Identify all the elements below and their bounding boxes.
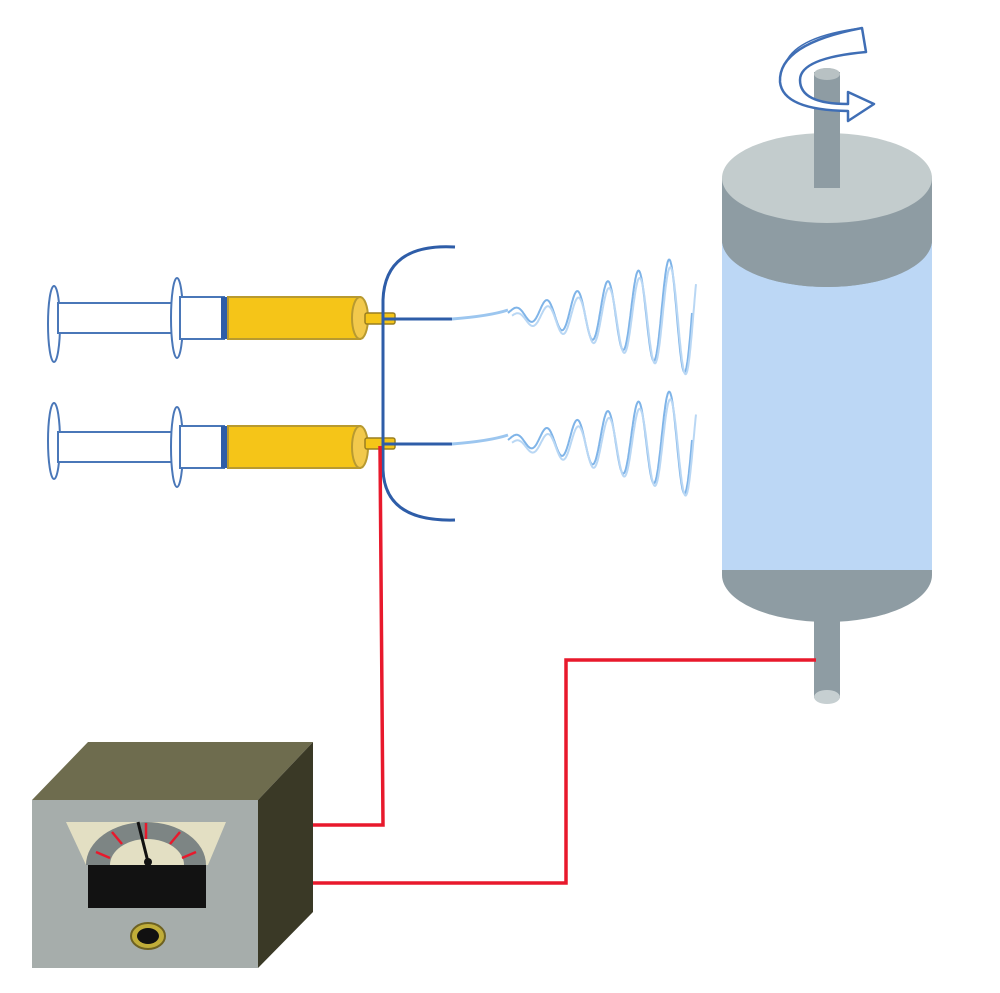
solution-2 [227,425,361,469]
barrel-empty-1 [179,296,225,340]
meter-screen [88,865,206,908]
box-side [258,742,313,968]
rotation-arrow-icon [778,26,876,123]
jet-spiral-2 [507,390,693,495]
bottom-shaft [814,610,840,698]
power-socket-hole [137,928,159,944]
syringe-1 [47,277,396,363]
jet-spiral-2-shadow [511,398,697,497]
plunger-seal-1 [221,297,229,339]
spinneret [381,245,456,522]
meter-tick-4 [169,831,181,845]
meter-pivot [144,858,152,866]
wire-spinneret [313,445,385,827]
jet-1 [451,308,509,321]
plunger-rod-2 [57,431,179,463]
jet-spiral-1 [507,258,693,374]
jet-2 [451,433,509,446]
drum-body [722,240,932,570]
wire-collector [313,658,816,885]
collector [722,26,932,704]
solution-1 [227,296,361,340]
wires [313,445,816,885]
meter-needle [136,821,150,863]
barrel-empty-2 [179,425,225,469]
drum-top-band-lower [722,240,932,287]
meter-tick-5 [181,850,197,860]
top-shaft-visible [814,72,840,188]
meter-tick-2 [111,831,123,845]
meter-tick-1 [95,850,111,860]
top-shaft-cap-face [814,68,840,80]
voltmeter-icon [66,821,226,908]
power-supply [32,742,313,968]
bottom-shaft-cap [814,690,840,704]
jet-spiral-1-shadow [511,266,697,376]
jets [451,258,697,497]
plunger-rod-1 [57,302,179,334]
syringe-2 [47,402,396,488]
plunger-seal-2 [221,426,229,468]
box-top [32,742,313,800]
spinneret-frame [381,245,456,522]
